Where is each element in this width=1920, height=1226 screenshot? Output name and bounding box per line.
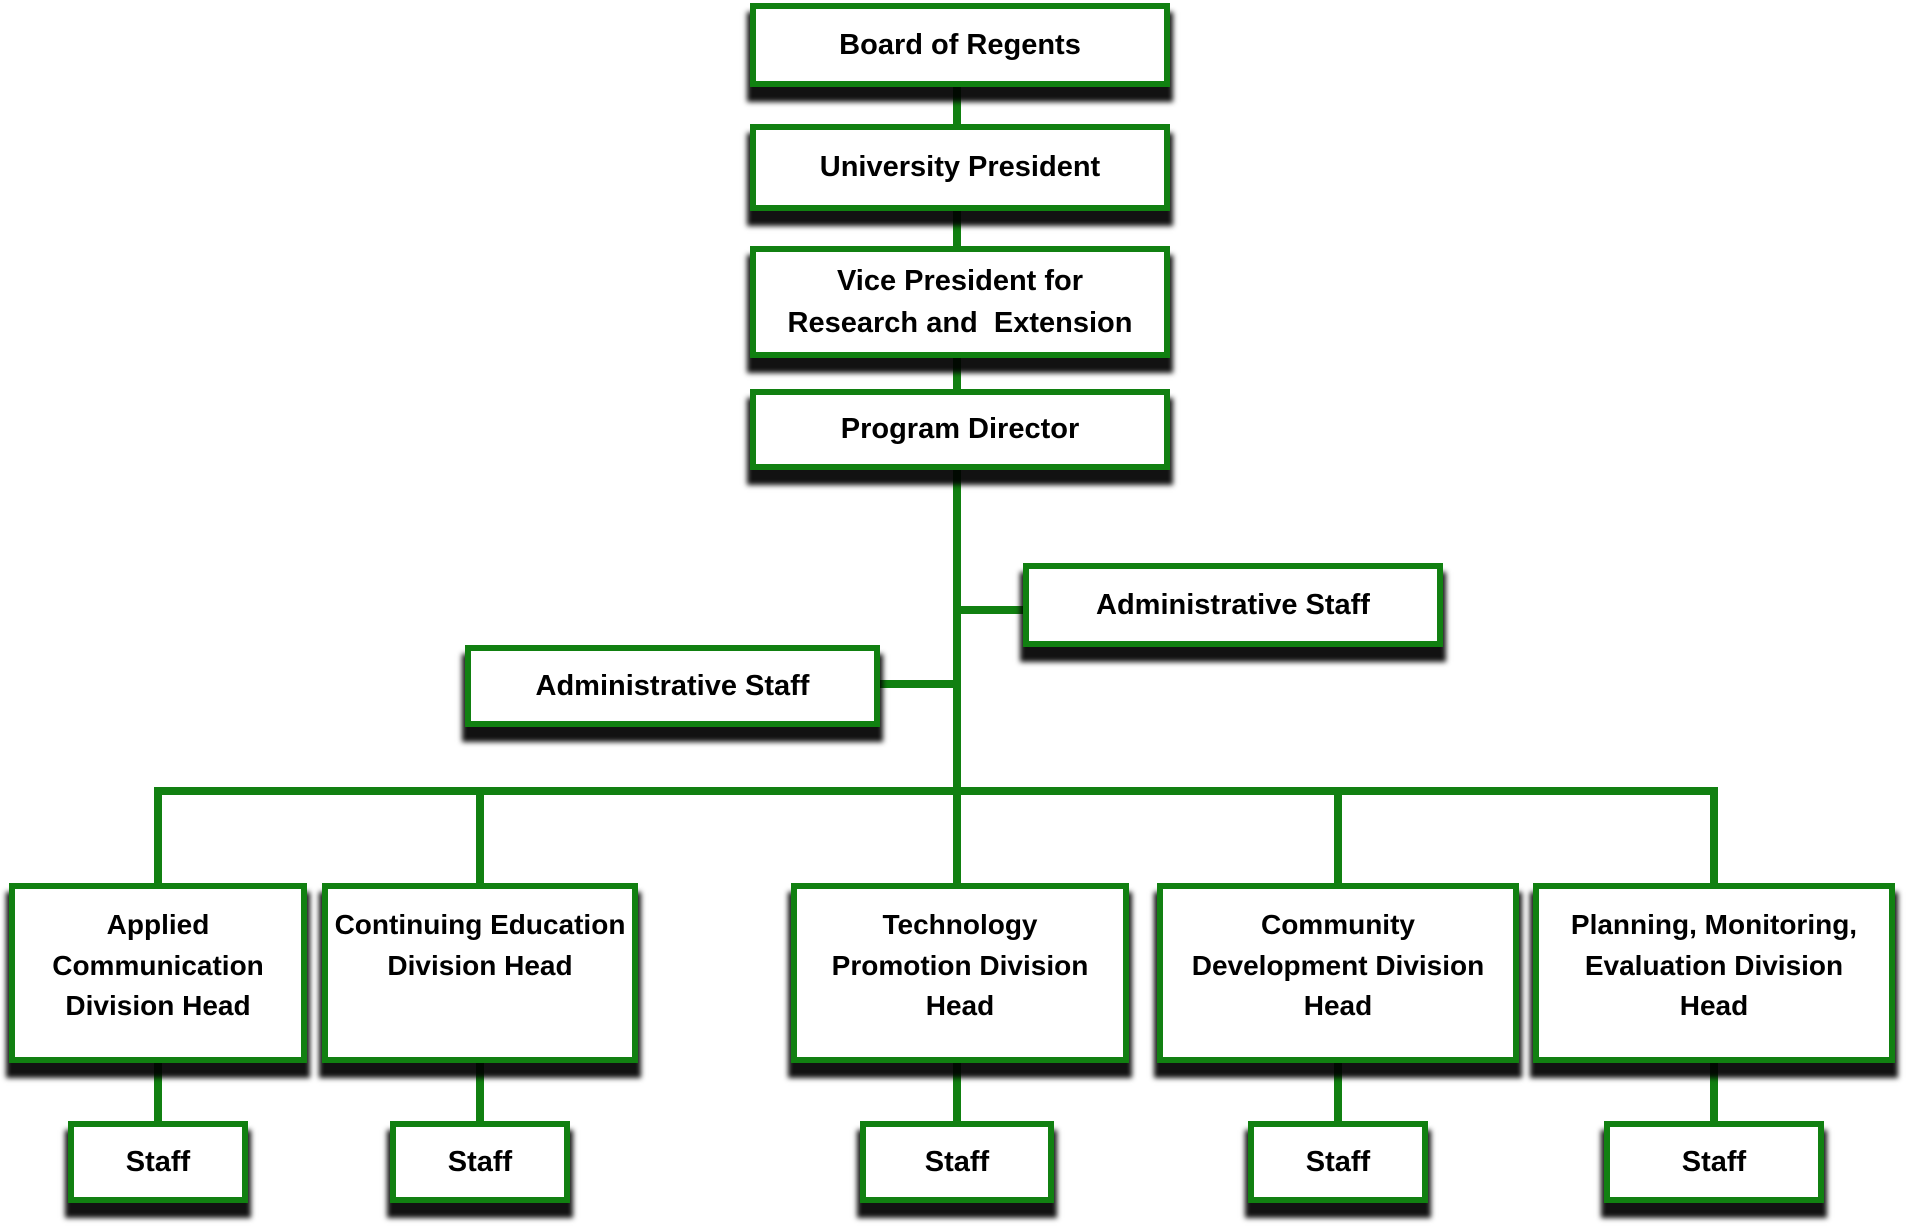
connector-drop-division-5	[1710, 793, 1718, 885]
connector-drop-division-1	[154, 793, 162, 885]
node-program-director: Program Director	[750, 389, 1170, 470]
node-community-development-division-head: Community Development Division Head	[1157, 883, 1519, 1063]
connector-vp-director	[953, 358, 961, 392]
connector-division4-staff	[1334, 1061, 1342, 1123]
node-administrative-staff-right: Administrative Staff	[1023, 563, 1443, 647]
node-applied-communication-division-head: Applied Communication Division Head	[9, 883, 307, 1063]
node-administrative-staff-left: Administrative Staff	[465, 645, 880, 727]
node-staff-3: Staff	[860, 1121, 1054, 1203]
connector-admin-staff-left	[878, 680, 955, 688]
connector-division5-staff	[1710, 1061, 1718, 1123]
node-staff-2: Staff	[390, 1121, 570, 1203]
node-staff-1: Staff	[68, 1121, 248, 1203]
node-technology-promotion-division-head: Technology Promotion Division Head	[791, 883, 1129, 1063]
connector-admin-staff-right	[957, 606, 1025, 614]
node-vice-president-research-extension: Vice President for Research and Extensio…	[750, 246, 1170, 358]
connector-division1-staff	[154, 1061, 162, 1123]
connector-president-vp	[953, 211, 961, 249]
node-board-of-regents: Board of Regents	[750, 3, 1170, 87]
connector-division2-staff	[476, 1061, 484, 1123]
node-university-president: University President	[750, 124, 1170, 211]
node-staff-5: Staff	[1604, 1121, 1824, 1203]
connector-drop-division-2	[476, 793, 484, 885]
connector-division3-staff	[953, 1061, 961, 1123]
node-planning-monitoring-evaluation-division-head: Planning, Monitoring, Evaluation Divisio…	[1533, 883, 1895, 1063]
connector-director-trunk	[953, 468, 961, 884]
connector-distribution-bar	[154, 787, 1718, 795]
connector-board-president	[953, 87, 961, 127]
node-staff-4: Staff	[1248, 1121, 1428, 1203]
connector-drop-division-4	[1334, 793, 1342, 885]
node-continuing-education-division-head: Continuing Education Division Head	[322, 883, 638, 1063]
